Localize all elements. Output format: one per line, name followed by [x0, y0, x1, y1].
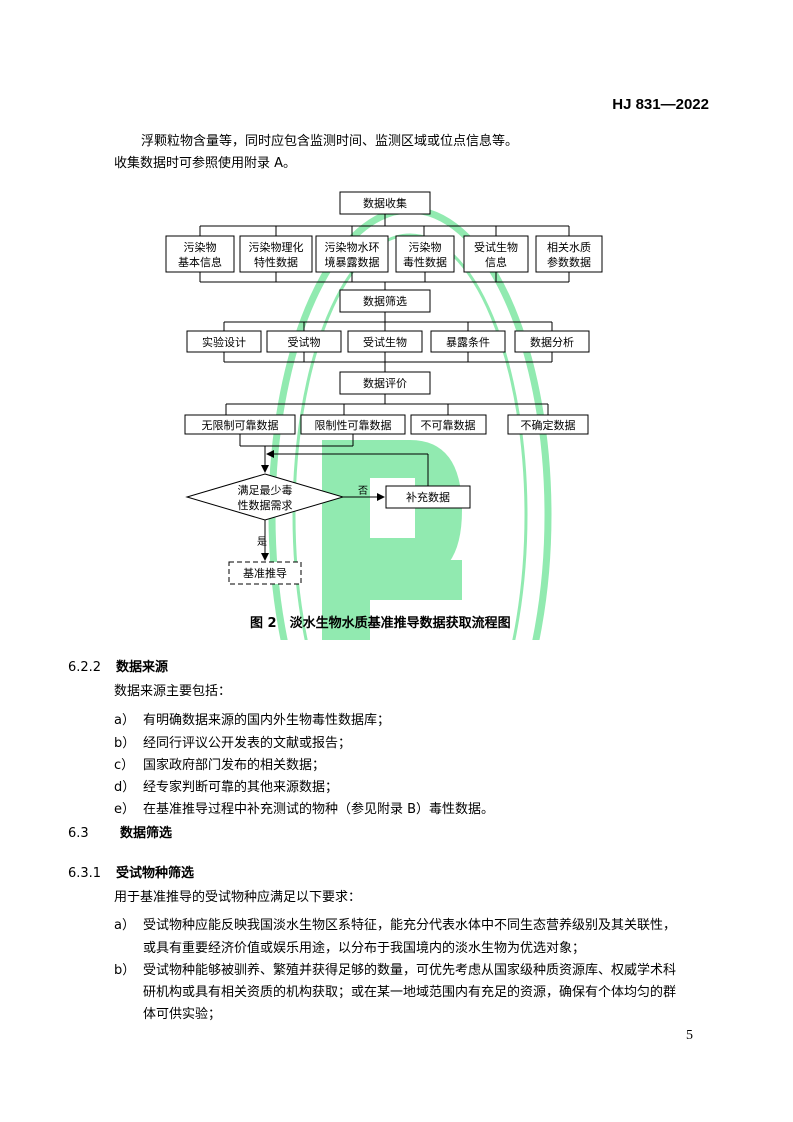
list-item: a） 有明确数据来源的国内外生物毒性数据库； — [114, 709, 390, 728]
supplement-label: 补充数据 — [406, 490, 450, 504]
collect-item-3-line2: 境暴露数据 — [325, 255, 380, 269]
intro-line-2: 收集数据时可参照使用附录 A。 — [114, 156, 297, 171]
collect-item-6-line1: 相关水质 — [547, 240, 591, 254]
list-label: e） — [114, 802, 135, 817]
collect-label: 数据收集 — [363, 196, 407, 210]
screen-item-4: 暴露条件 — [446, 335, 490, 349]
list-text: 受试物种能够被驯养、繁殖并获得足够的数量，可优先考虑从国家级种质资源库、权威学术… — [143, 963, 677, 978]
document-code: HJ 831—2022 — [612, 96, 709, 113]
list-item: a） 受试物种应能反映我国淡水生物区系特征，能充分代表水体中不同生态营养级别及其关… — [114, 914, 676, 933]
evaluate-item-2: 限制性可靠数据 — [315, 418, 392, 432]
decision-line2: 性数据需求 — [238, 498, 293, 512]
collect-item-box — [535, 235, 603, 273]
data-acquisition-flowchart: 数据收集 污染物 基本信息 污染物理化 特性数据 污染物水环 境暴露数据 污染物… — [165, 191, 603, 640]
evaluate-item-3: 不可靠数据 — [421, 418, 476, 432]
list-item: c） 国家政府部门发布的相关数据； — [114, 754, 325, 773]
collect-item-2-line1: 污染物理化 — [249, 240, 304, 254]
screen-item-5: 数据分析 — [530, 335, 574, 349]
intro-line-1: 浮颗粒物含量等，同时应包含监测时间、监测区域或位点信息等。 — [141, 134, 519, 149]
list-text: 经同行评议公开发表的文献或报告； — [143, 736, 352, 751]
yes-label: 是 — [257, 536, 267, 548]
collect-item-box — [239, 235, 313, 273]
list-text: 在基准推导过程中补充测试的物种（参见附录 B）毒性数据。 — [143, 802, 495, 817]
list-text: 受试物种应能反映我国淡水生物区系特征，能充分代表水体中不同生态营养级别及其关联性… — [143, 918, 677, 933]
list-text: 经专家判断可靠的其他来源数据； — [143, 780, 339, 795]
screen-item-1: 实验设计 — [202, 335, 246, 349]
list-continuation: 研机构或具有相关资质的机构获取；或在某一地域范围内有充足的资源，确保有个体均匀的… — [143, 985, 677, 1000]
derive-label: 基准推导 — [243, 566, 287, 580]
evaluate-item-4: 不确定数据 — [521, 418, 576, 432]
list-text: 有明确数据来源的国内外生物毒性数据库； — [143, 713, 391, 728]
list-label: a） — [114, 918, 135, 933]
section-heading-6-2-2: 6.2.2 数据来源 — [68, 656, 168, 675]
list-item: e） 在基准推导过程中补充测试的物种（参见附录 B）毒性数据。 — [114, 798, 494, 817]
paragraph: 用于基准推导的受试物种应满足以下要求： — [114, 890, 362, 905]
section-title: 数据筛选 — [120, 826, 173, 841]
collect-item-box — [165, 235, 235, 273]
screen-item-2: 受试物 — [288, 335, 321, 349]
collect-item-1-line1: 污染物 — [184, 240, 217, 254]
collect-item-1-line2: 基本信息 — [178, 255, 222, 269]
decision-line1: 满足最少毒 — [238, 484, 293, 497]
evaluate-item-1: 无限制可靠数据 — [202, 418, 279, 432]
collect-item-5-line2: 信息 — [485, 255, 507, 269]
collect-item-box — [315, 235, 389, 273]
list-label: b） — [114, 963, 136, 978]
supplement-box — [385, 485, 471, 509]
collect-item-2-line2: 特性数据 — [254, 255, 298, 269]
collect-item-5-line1: 受试生物 — [474, 240, 518, 254]
derive-box — [228, 561, 302, 585]
list-item: b） 经同行评议公开发表的文献或报告； — [114, 732, 351, 751]
list-item: b） 受试物种能够被驯养、繁殖并获得足够的数量，可优先考虑从国家级种质资源库、权威… — [114, 959, 676, 978]
evaluate-item-box — [507, 414, 589, 435]
list-continuation: 或具有重要经济价值或娱乐用途，以分布于我国境内的淡水生物为优选对象； — [143, 941, 586, 956]
paragraph: 数据来源主要包括： — [114, 684, 232, 699]
collect-item-4-line2: 毒性数据 — [403, 255, 447, 269]
page-number: 5 — [686, 1028, 693, 1043]
list-label: c） — [114, 758, 135, 773]
collect-item-box — [395, 235, 455, 273]
collect-item-3-line1: 污染物水环 — [325, 240, 380, 254]
list-label: d） — [114, 780, 136, 795]
section-title: 受试物种筛选 — [116, 866, 195, 881]
no-label: 否 — [358, 485, 368, 497]
section-number: 6.2.2 — [68, 660, 102, 675]
list-label: a） — [114, 713, 135, 728]
figure-caption: 图 2 淡水生物水质基准推导数据获取流程图 — [250, 616, 511, 631]
section-number: 6.3.1 — [68, 866, 102, 881]
section-heading-6-3: 6.3 数据筛选 — [68, 822, 172, 841]
list-continuation: 体可供实验； — [143, 1007, 222, 1022]
section-title: 数据来源 — [116, 660, 169, 675]
decision-diamond — [185, 473, 345, 521]
list-item: d） 经专家判断可靠的其他来源数据； — [114, 776, 338, 795]
section-number: 6.3 — [68, 826, 89, 841]
evaluate-label: 数据评价 — [363, 376, 407, 390]
list-label: b） — [114, 736, 136, 751]
screen-label: 数据筛选 — [363, 294, 407, 308]
evaluate-item-box — [410, 414, 487, 435]
collect-item-4-line1: 污染物 — [409, 240, 442, 254]
list-text: 国家政府部门发布的相关数据； — [143, 758, 326, 773]
section-heading-6-3-1: 6.3.1 受试物种筛选 — [68, 862, 194, 881]
screen-item-3: 受试生物 — [363, 335, 407, 349]
collect-item-6-line2: 参数数据 — [547, 255, 591, 269]
